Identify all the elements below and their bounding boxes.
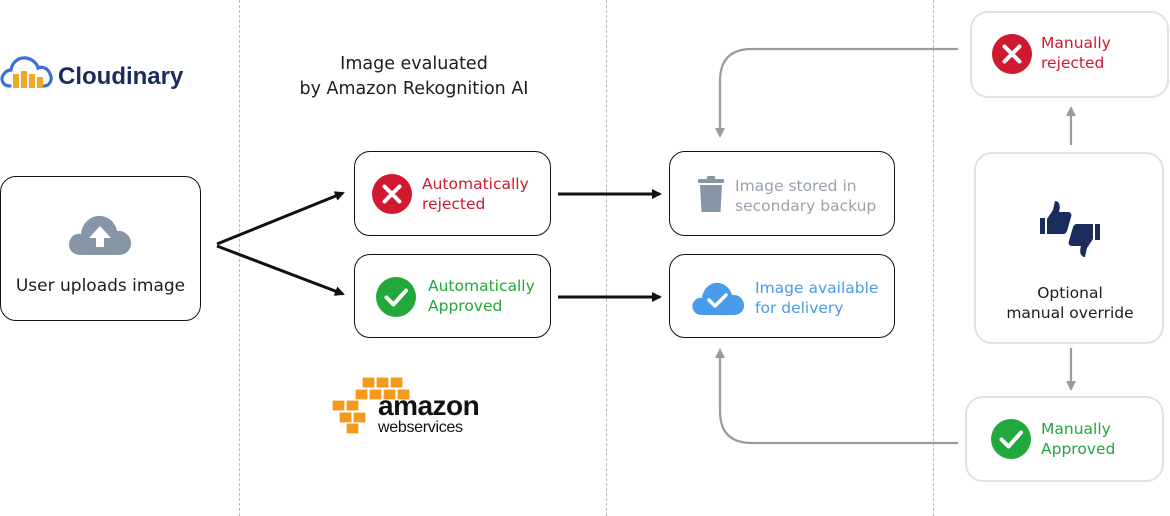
x-circle-icon	[992, 34, 1032, 74]
arrow-upload-to-approved	[216, 244, 345, 296]
upload-label: User uploads image	[15, 276, 186, 296]
cloudinary-wordmark: Cloudinary	[58, 63, 184, 90]
upload-node: User uploads image	[0, 176, 201, 321]
check-circle-icon	[991, 419, 1031, 459]
manual-approved-label: Manually Approved	[1041, 420, 1116, 458]
override-label: Optional manual override	[1006, 284, 1134, 322]
check-circle-icon	[376, 277, 416, 317]
column-divider-3	[933, 0, 934, 516]
auto-rejected-label: Automatically rejected	[422, 175, 529, 213]
backup-label: Image stored in secondary backup	[735, 177, 877, 215]
thumbs-up-down-icon	[1040, 201, 1100, 257]
cloudinary-cloud-icon	[0, 56, 53, 88]
x-circle-icon	[372, 174, 412, 214]
cloud-upload-icon	[69, 215, 132, 255]
manual-rejected-node: Manually rejected	[970, 11, 1169, 98]
arrow-upload-to-rejected	[216, 191, 345, 246]
column-divider-2	[606, 0, 607, 516]
column-divider-1	[239, 0, 240, 516]
trash-icon	[698, 176, 724, 212]
auto-approved-label: Automatically Approved	[428, 277, 535, 315]
cloudinary-logo: Cloudinary	[0, 52, 200, 96]
override-node: Optional manual override	[974, 152, 1164, 344]
aws-cubes-icon	[331, 376, 411, 435]
delivery-label: Image available for delivery	[755, 279, 879, 317]
delivery-node: Image available for delivery	[669, 254, 895, 338]
aws-wordmark-webservices: webservices	[378, 419, 463, 436]
stage-title: Image evaluated by Amazon Rekognition AI	[299, 54, 529, 99]
backup-node: Image stored in secondary backup	[669, 151, 895, 236]
auto-rejected-node: Automatically rejected	[354, 151, 551, 236]
manual-rejected-label: Manually rejected	[1041, 34, 1111, 72]
arrow-manual-rejected-to-backup	[715, 47, 958, 138]
aws-logo: amazon webservices	[331, 376, 492, 436]
manual-approved-node: Manually Approved	[965, 396, 1164, 482]
auto-approved-node: Automatically Approved	[354, 254, 551, 338]
aws-wordmark-amazon: amazon	[378, 390, 480, 421]
arrow-manual-approved-to-delivery	[715, 348, 958, 445]
cloud-check-icon	[692, 282, 745, 315]
